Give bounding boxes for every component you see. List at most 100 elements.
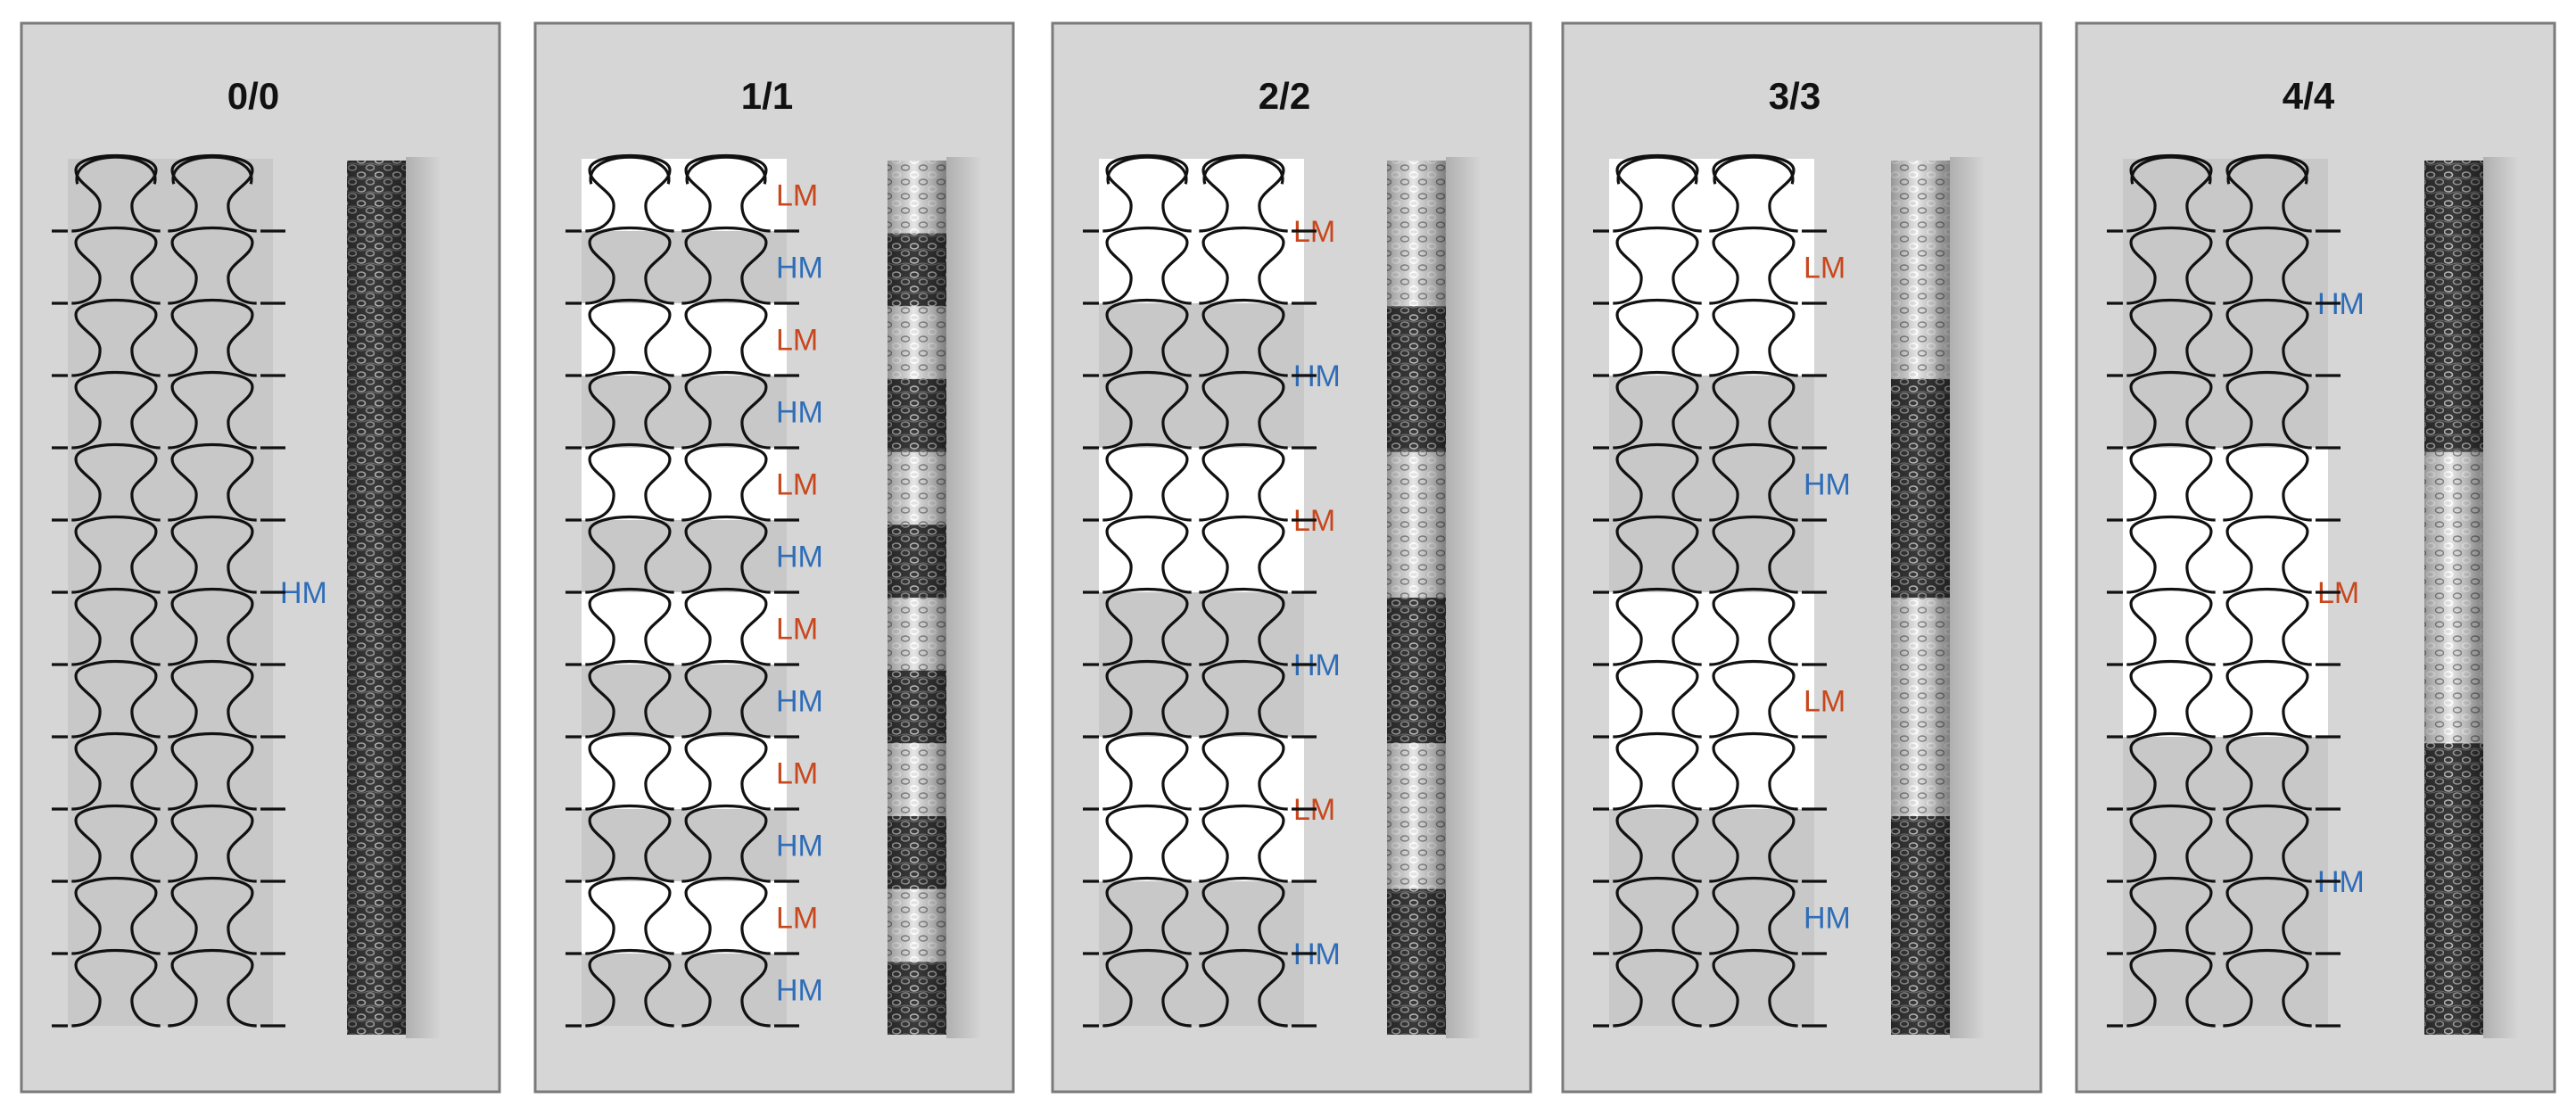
knitted-rope-sample <box>347 161 406 1035</box>
stitch-loops <box>2107 154 2341 1028</box>
stitch-loop-top <box>589 155 671 185</box>
stitch-loop <box>1709 660 1798 739</box>
zone-hm <box>1609 376 1814 592</box>
zone-lm <box>1609 592 1814 809</box>
zone-hm <box>582 954 787 1026</box>
zone-lm <box>582 592 787 665</box>
stitch-loop <box>2126 949 2216 1028</box>
stitch-loops <box>566 154 799 1028</box>
stitch-loop <box>1709 227 1798 305</box>
stitch-loop <box>1199 660 1288 739</box>
stitch-loop-top <box>1616 155 1698 185</box>
zone-label-lm: LM <box>776 179 818 213</box>
stitch-loop <box>2223 805 2312 883</box>
stitch-loop <box>71 805 161 883</box>
stitch-loop <box>585 877 674 955</box>
zone-label-hm: HM <box>776 830 823 863</box>
stitch-loop <box>1709 299 1798 377</box>
stitch-loop <box>1199 805 1288 883</box>
stitch-loop <box>2126 299 2216 377</box>
panel-title: 1/1 <box>741 75 793 117</box>
stitch-loop <box>681 660 771 739</box>
stitch-loop <box>1613 443 1702 522</box>
zone-lm <box>1609 159 1814 376</box>
stitch-loop <box>1199 516 1288 594</box>
stitch-loop <box>585 660 674 739</box>
zone-label-lm: LM <box>776 324 818 358</box>
zone-hm <box>582 520 787 592</box>
stitch-loop <box>2223 371 2312 450</box>
stitch-loop <box>1102 443 1192 522</box>
stitch-loop <box>71 877 161 955</box>
rope-shadow <box>406 157 442 1038</box>
stitch-loop <box>1102 732 1192 811</box>
stitch-loop <box>585 299 674 377</box>
stitch-loop <box>585 588 674 666</box>
stitch-loop <box>1709 805 1798 883</box>
stitch-loop <box>585 516 674 594</box>
stitch-loop <box>2223 227 2312 305</box>
zone-label-hm: HM <box>776 541 823 574</box>
stitch-loop <box>1102 805 1192 883</box>
stitch-loop <box>681 588 771 666</box>
stitch-loop <box>681 299 771 377</box>
stitch-loop-top <box>2226 155 2308 185</box>
zone-label-lm: LM <box>776 757 818 791</box>
stitch-loop <box>2223 299 2312 377</box>
rope-shading <box>347 161 406 1035</box>
stitch-loop <box>71 443 161 522</box>
stitch-loop <box>2223 660 2312 739</box>
stitch-loop <box>1102 227 1192 305</box>
stitch-loop-top <box>685 155 767 185</box>
stitch-loop <box>1199 732 1288 811</box>
stitch-loop <box>2126 660 2216 739</box>
zone-label-hm: HM <box>1804 468 1851 502</box>
stitch-loop <box>1709 877 1798 955</box>
stitch-loop <box>1709 949 1798 1028</box>
stitch-loop <box>168 227 257 305</box>
stitch-loop <box>2126 443 2216 522</box>
stitch-loop <box>681 949 771 1028</box>
stitch-loop <box>168 299 257 377</box>
stitch-loop <box>1709 516 1798 594</box>
knitted-rope-sample <box>1891 161 1950 1035</box>
stitch-loop-top <box>75 155 157 185</box>
stitch-loop <box>2126 877 2216 955</box>
stitch-loop <box>585 227 674 305</box>
stitch-loop <box>71 660 161 739</box>
stitch-loop <box>1199 877 1288 955</box>
panel-0-0: 0/0HM <box>20 21 501 1094</box>
stitch-loop <box>585 805 674 883</box>
stitch-loop <box>168 660 257 739</box>
zone-lm <box>582 737 787 809</box>
stitch-loop <box>1199 949 1288 1028</box>
stitch-loop <box>585 732 674 811</box>
knitted-rope-sample <box>888 161 946 1035</box>
zone-label-lm: LM <box>1804 685 1845 719</box>
stitch-loop <box>1199 443 1288 522</box>
stitch-loop <box>1613 660 1702 739</box>
stitch-loop <box>1102 588 1192 666</box>
stitch-loop <box>1102 877 1192 955</box>
zone-label-lm: LM <box>776 468 818 502</box>
zone-label-hm: HM <box>776 974 823 1008</box>
stitch-loop <box>71 516 161 594</box>
panel-title: 2/2 <box>1259 75 1310 117</box>
stitch-loop <box>681 516 771 594</box>
stitch-loop <box>2223 516 2312 594</box>
stitch-loop <box>1613 588 1702 666</box>
stitch-loop <box>1102 949 1192 1028</box>
stitch-loop <box>585 371 674 450</box>
stitch-loop <box>168 516 257 594</box>
stitch-loop-top <box>1713 155 1795 185</box>
stitch-loops <box>1593 154 1827 1028</box>
stitch-loop-top <box>2130 155 2212 185</box>
zone-hm <box>1609 809 1814 1026</box>
panel-title: 3/3 <box>1769 75 1821 117</box>
stitch-loop <box>2126 588 2216 666</box>
zone-lm <box>582 159 787 231</box>
stitch-loop <box>168 443 257 522</box>
stitch-loop <box>2126 227 2216 305</box>
